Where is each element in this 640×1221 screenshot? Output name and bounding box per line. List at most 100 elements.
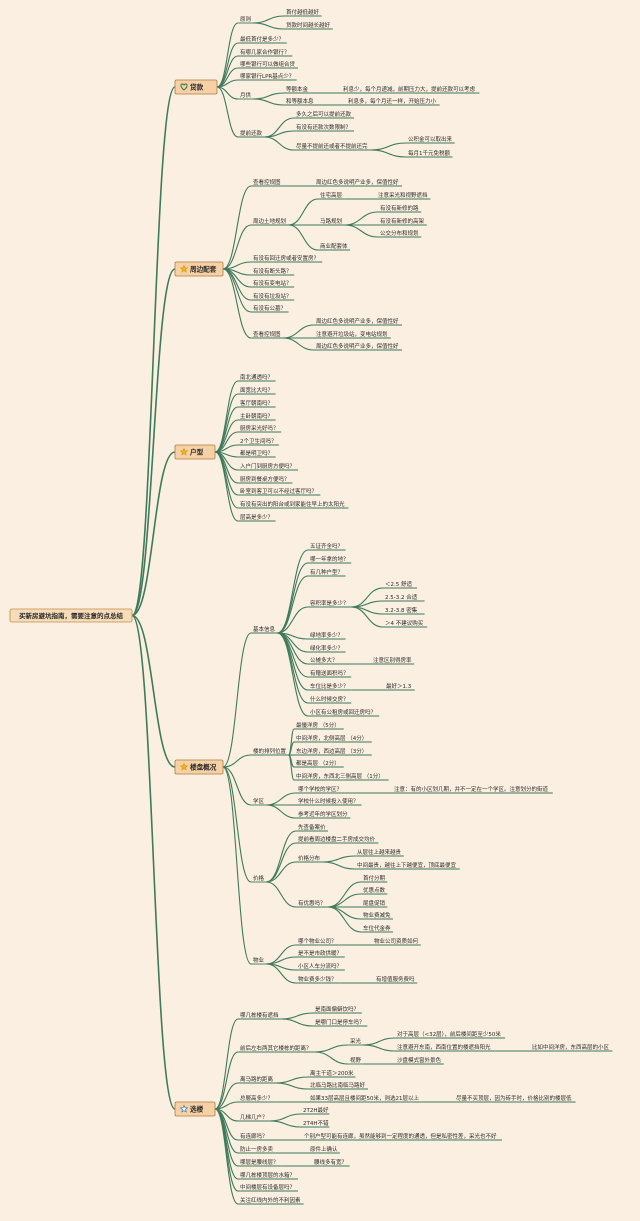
leaf-node: 腰线多有宽？ [314, 1158, 347, 1166]
leaf-node: 尾盘促销 [363, 899, 386, 907]
leaf-node: 面宽比大吗？ [240, 386, 273, 394]
leaf-node: 每月1千元免税额 [408, 149, 450, 157]
leaf-node: 先查备案价 [298, 823, 326, 831]
leaf-node: 中间洋房，东西北三侧高层 （1分） [296, 772, 384, 780]
topic-node: 哪个物业公司？ [298, 937, 337, 945]
leaf-node: 最優洋房 （5分） [296, 721, 340, 729]
connector-line [269, 1113, 302, 1122]
star-outline-icon [179, 1104, 189, 1113]
leaf-node: 有没有公墓？ [253, 304, 286, 312]
connector-line [131, 614, 176, 1110]
topic-node: 楼的排列位置 [253, 747, 287, 755]
leaf-node: 客厅朝南吗？ [240, 399, 273, 407]
topic-node: 原则 [240, 15, 251, 23]
root-node [9, 608, 133, 623]
connector-line [327, 893, 362, 908]
connector-line [266, 842, 297, 883]
topic-node: 等额本金 [286, 85, 309, 93]
connector-line [322, 861, 356, 870]
leaf-node: 卧室到客卫可以不经过客厅吗？ [240, 487, 317, 495]
leaf-node: 厨房到餐桌方便吗？ [240, 475, 290, 483]
connector-line [327, 906, 362, 920]
leaf-node: 2T4H不错 [303, 1119, 329, 1127]
leaf-node: 对于高层（<32层），前后楼间距至少50米 [397, 1030, 501, 1038]
topic-node: 查看控规图 [253, 178, 281, 186]
topic-node: 学区 [253, 797, 265, 805]
connector-line [322, 855, 356, 863]
leaf-node: 有没有垃圾站？ [253, 292, 292, 300]
topic-node: 容积率是多少？ [310, 599, 349, 607]
connector-line [131, 614, 176, 768]
connector-line [266, 963, 297, 984]
leaf-node: 最低首付是多少？ [240, 35, 284, 43]
connector-line [222, 268, 252, 301]
connector-line [277, 632, 309, 691]
leaf-node: 小区有公租房或回迁房吗？ [310, 708, 376, 716]
connector-line [214, 1018, 239, 1110]
leaf-node: 中间洋房，北侧高层 （4分） [296, 734, 367, 742]
leaf-node: 有没有突出的阳台或到家能住早上的太阳光 [240, 500, 345, 508]
topic-node: 价格分布 [298, 854, 321, 862]
topic-node: 采光 [350, 1037, 362, 1045]
topic-node: 住宅高层 [320, 191, 343, 199]
branch-node [174, 261, 224, 277]
connector-line [370, 149, 407, 158]
connector-lines [131, 15, 613, 1205]
connector-line [288, 754, 295, 781]
topic-node: 基本信息 [253, 625, 276, 633]
leaf-node: 什么时候交房？ [310, 695, 349, 703]
leaf-node: 是哪门口是停车吗？ [315, 1018, 365, 1026]
leaf-node: 绿化率多少？ [310, 644, 343, 652]
connector-line [266, 881, 297, 908]
leaf-node: 尽量不买顶层，因为砖手时，价格比别的楼层低 [456, 1094, 572, 1102]
connector-line [131, 268, 176, 617]
connector-line [266, 804, 297, 819]
connector-line [282, 324, 315, 339]
connector-line [216, 86, 239, 138]
connector-line [281, 1018, 314, 1027]
leaf-node: 有增值服务费吗 [376, 975, 415, 983]
leaf-node: ＜2.5 舒适 [385, 580, 412, 588]
topic-node: 马路规划 [320, 217, 342, 225]
connector-line [214, 1051, 239, 1110]
connector-line [216, 55, 239, 88]
connector-line [363, 1044, 396, 1052]
leaf-node: 周边红色多说明产业多，保值性好 [316, 178, 399, 186]
leaf-node: 哪几栋楼顶层的水箱？ [240, 1171, 295, 1179]
leaf-node: 比如中间洋房，东西高层的小区 [532, 1043, 610, 1051]
connector-line [131, 451, 176, 617]
star-icon [179, 447, 189, 456]
leaf-node: 南北通透吗？ [240, 373, 273, 381]
leaf-node: 注意区别得房率 [373, 656, 412, 664]
branch-label: 选楼 [190, 1104, 204, 1113]
leaf-node: 原件上确认 [310, 1145, 338, 1153]
connector-line [275, 1082, 309, 1090]
topic-node: 有连廊吗？ [240, 1132, 268, 1140]
connector-line [222, 268, 252, 339]
connector-line [222, 766, 252, 883]
leaf-node: 贷款时间越长越好 [286, 21, 331, 29]
leaf-node: 注意采光和视野遮挡 [378, 191, 428, 199]
connector-line [214, 1108, 239, 1192]
topic-node: 防止一房多卖 [240, 1145, 274, 1153]
connector-line [277, 575, 309, 634]
connector-line [222, 766, 252, 965]
leaf-node: 利息多，每个月还一样，开始压力小 [348, 97, 437, 105]
leaf-node: 哪家银行LPR基点少？ [240, 72, 294, 80]
topic-node: 车位比是多少？ [310, 682, 349, 690]
connector-line [264, 136, 295, 151]
topic-node: 物业 [253, 956, 265, 964]
leaf-node: 五证齐全吗？ [310, 542, 343, 550]
root-title: 买新房避坑指南，需要注意的点总结 [19, 611, 124, 620]
mind-map-nodes: 买新房避坑指南，需要注意的点总结贷款原则首付越低越好贷款时间越长越好最低首付是多… [9, 8, 610, 1204]
topic-node: 离马路的距离 [240, 1075, 274, 1083]
leaf-node: 绿地率多少？ [310, 631, 343, 639]
topic-node: 哪层是腰线层？ [240, 1158, 279, 1166]
connector-line [277, 606, 309, 634]
leaf-node: 商业配套体 [320, 242, 348, 250]
leaf-node: 有没有断头路？ [253, 267, 292, 275]
leaf-node: 有没有新修的高架 [380, 217, 425, 225]
topic-node: 有优惠吗？ [298, 899, 326, 907]
connector-line [222, 224, 252, 270]
